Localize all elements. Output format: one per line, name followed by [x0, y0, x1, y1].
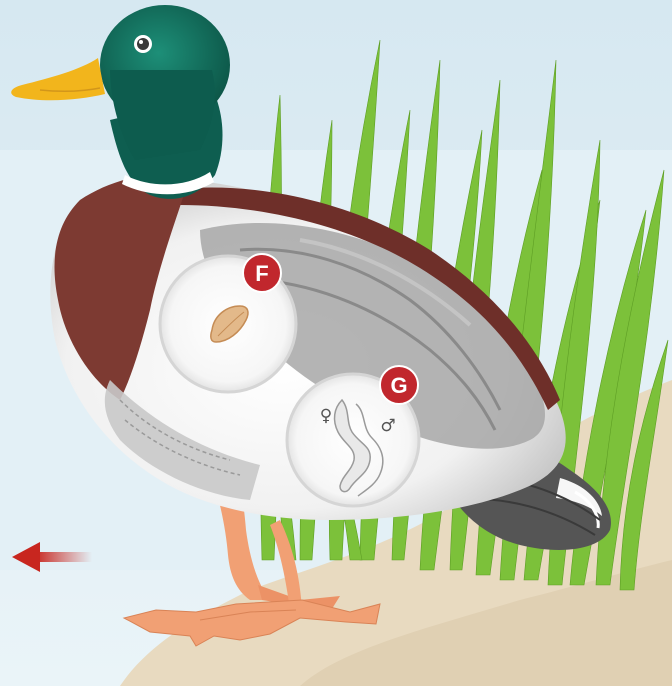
female-symbol: ♀	[320, 406, 332, 426]
detail-circle-f: F	[160, 254, 296, 392]
label-f: F	[255, 261, 268, 286]
male-symbol: ♂	[380, 416, 395, 436]
label-g: G	[390, 373, 407, 398]
